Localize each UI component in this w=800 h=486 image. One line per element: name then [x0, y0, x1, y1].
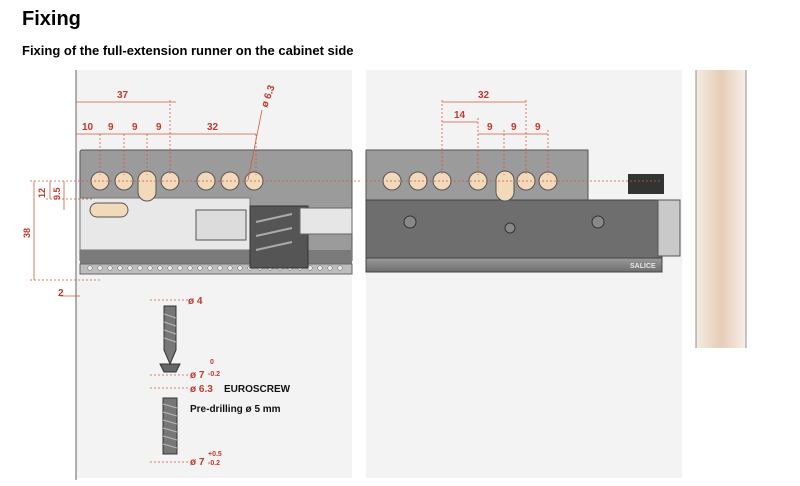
dim-9-c: 9: [156, 122, 162, 133]
dim-38: 38: [22, 228, 32, 238]
dim-10: 10: [82, 122, 94, 133]
tol-top-a: 0: [210, 359, 214, 366]
dim-phi4: ø 4: [188, 296, 203, 307]
dim-32: 32: [207, 122, 219, 133]
dim-phi7-bottom: ø 7: [190, 457, 205, 468]
page-title: Fixing: [22, 8, 81, 30]
runner-right-view: SALICE: [365, 149, 681, 273]
right-dimensions: [366, 100, 660, 182]
left-dimensions: [30, 100, 360, 297]
dim-right-9-c: 9: [535, 122, 541, 133]
brand-label: SALICE: [630, 263, 656, 270]
dim-right-14: 14: [454, 110, 466, 121]
dim-right-32: 32: [478, 90, 490, 101]
tol-top-b: -0.2: [208, 371, 220, 378]
predrill-label: Pre-drilling ø 5 mm: [190, 404, 281, 415]
euroscrew-label: EUROSCREW: [224, 384, 291, 395]
dim-12: 12: [37, 188, 47, 198]
dim-phi7-top: ø 7: [190, 370, 205, 381]
tol-bottom-b: -0.2: [208, 460, 220, 467]
dim-right-9-a: 9: [487, 122, 493, 133]
dim-37: 37: [117, 90, 129, 101]
screw-bottom: [150, 387, 190, 463]
dim-9-a: 9: [108, 122, 114, 133]
dim-2: 2: [58, 288, 64, 299]
cabinet-side-right: [366, 70, 682, 478]
screw-top: [150, 299, 190, 376]
dim-phi63-screw: ø 6.3: [190, 384, 213, 395]
dim-right-9-b: 9: [511, 122, 517, 133]
tol-bottom-a: +0.5: [208, 451, 222, 458]
runner-left-view: [79, 149, 353, 275]
dim-9-b: 9: [132, 122, 138, 133]
dim-9-5: 9.5: [52, 187, 62, 200]
page-subtitle: Fixing of the full-extension runner on t…: [22, 43, 354, 58]
front-panel: [696, 70, 746, 348]
